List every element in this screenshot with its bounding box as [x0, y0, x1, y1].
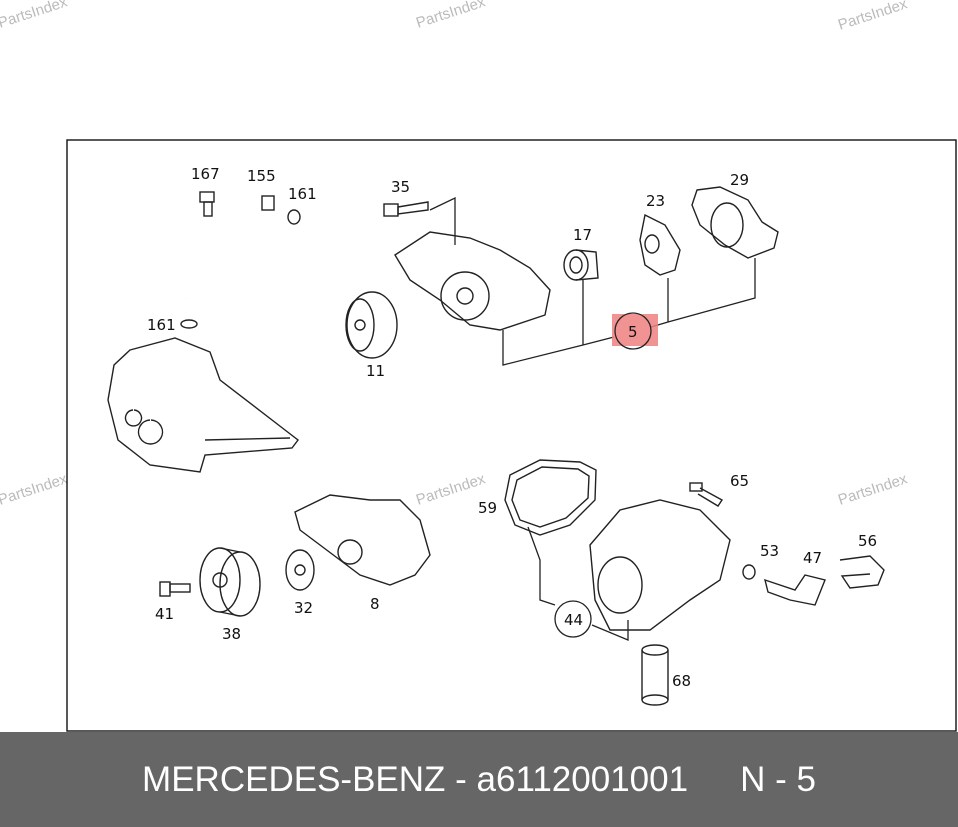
- separator: -: [455, 759, 467, 799]
- water-pump-part-8: [294, 494, 431, 586]
- sensor-part-47: [764, 574, 826, 606]
- impeller-part-23: [639, 213, 681, 276]
- part-number: a6112001001: [476, 759, 689, 799]
- bolt-part-41: [159, 581, 191, 597]
- callout-label-44[interactable]: 44: [564, 611, 583, 629]
- pulley-part-38: [199, 547, 261, 617]
- bolt-part-167: [199, 191, 215, 217]
- callout-label-38[interactable]: 38: [222, 625, 241, 643]
- callout-label-8[interactable]: 8: [370, 595, 380, 613]
- diagram-position: N - 5: [740, 759, 816, 799]
- diagram-frame: [66, 139, 957, 732]
- water-pump-part: [394, 231, 551, 331]
- seal-ring-161: [287, 209, 301, 225]
- watermark: PartsIndex: [836, 470, 910, 508]
- leader-line: [429, 196, 756, 366]
- hose-part-155: [184, 194, 275, 299]
- watermark: PartsIndex: [414, 470, 488, 508]
- watermark: PartsIndex: [0, 470, 70, 508]
- callout-label-35[interactable]: 35: [391, 178, 410, 196]
- callout-label-17[interactable]: 17: [573, 226, 592, 244]
- callout-label-23[interactable]: 23: [646, 192, 665, 210]
- thermostat-part-17: [563, 249, 599, 281]
- watermark: PartsIndex: [414, 0, 488, 32]
- callout-label-65[interactable]: 65: [730, 472, 749, 490]
- gasket-part-29: [691, 186, 779, 259]
- seal-ring-53: [742, 564, 756, 580]
- brand-name: MERCEDES-BENZ: [142, 759, 446, 799]
- separator: [445, 760, 455, 800]
- pipe-part-68: [641, 644, 669, 706]
- thermostat-housing-part: [589, 499, 731, 631]
- callout-label-5[interactable]: 5: [628, 323, 638, 341]
- clip-part-56: [839, 555, 885, 589]
- callout-label-53[interactable]: 53: [760, 542, 779, 560]
- bolt-part-65: [689, 482, 724, 507]
- callout-label-167[interactable]: 167: [191, 165, 220, 183]
- callout-label-47[interactable]: 47: [803, 549, 822, 567]
- callout-label-32[interactable]: 32: [294, 599, 313, 617]
- leader-line: [527, 526, 629, 641]
- seal-ring-161b: [180, 319, 198, 329]
- housing-cover-part: [107, 337, 299, 473]
- pump-pulley-hub: [440, 271, 490, 321]
- callout-label-68[interactable]: 68: [672, 672, 691, 690]
- footer-caption: MERCEDES-BENZ - a6112001001 N - 5: [0, 732, 958, 827]
- callout-circle-44[interactable]: [554, 600, 592, 638]
- callout-label-11[interactable]: 11: [366, 362, 385, 380]
- callout-label-161[interactable]: 161: [288, 185, 317, 203]
- callout-label-56[interactable]: 56: [858, 532, 877, 550]
- separator: [467, 760, 477, 800]
- watermark: PartsIndex: [836, 0, 910, 34]
- callout-label-161b[interactable]: 161: [147, 316, 176, 334]
- callout-label-29[interactable]: 29: [730, 171, 749, 189]
- callout-label-59[interactable]: 59: [478, 499, 497, 517]
- callout-circle-5[interactable]: [614, 312, 652, 350]
- watermark: PartsIndex: [0, 0, 70, 32]
- bolt-part-35: [383, 201, 429, 217]
- callout-label-155[interactable]: 155: [247, 167, 276, 185]
- callout-label-41[interactable]: 41: [155, 605, 174, 623]
- flange-part-32: [285, 549, 315, 591]
- parts-diagram: PartsIndex PartsIndex PartsIndex PartsIn…: [0, 0, 957, 732]
- idler-pulley-part-11: [345, 291, 398, 359]
- gasket-part-59: [504, 459, 597, 536]
